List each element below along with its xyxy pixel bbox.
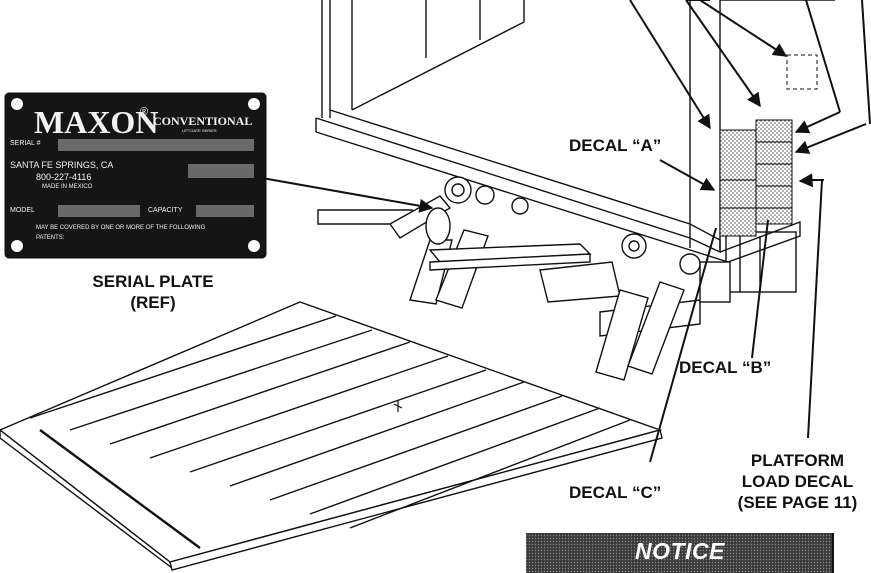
plate-patent-note-2: PATENTS: [36, 235, 65, 241]
platform-load-line1: PLATFORM [750, 451, 845, 470]
plate-phone: 800-227-4116 [36, 172, 92, 182]
leader-lines [261, 0, 871, 463]
platform-load-line2: LOAD DECAL [741, 472, 854, 491]
notice-label: NOTICE [635, 538, 725, 564]
decal-c-label: DECAL “C” [569, 483, 662, 502]
plate-city: SANTA FE SPRINGS, CA [10, 160, 114, 170]
lift-mechanism [317, 176, 731, 381]
decal-panels [719, 119, 793, 237]
platform-load-line3: (SEE PAGE 11) [737, 493, 858, 512]
serial-plate-label-line2: (REF) [130, 293, 176, 312]
platform-load-decal-label: PLATFORM LOAD DECAL (SEE PAGE 11) [725, 450, 870, 513]
notice-banner [526, 533, 834, 573]
plate-made-in: MADE IN MEXICO [42, 184, 93, 190]
serial-plate-label: SERIAL PLATE (REF) [68, 271, 238, 313]
plate-patent-note-1: MAY BE COVERED BY ONE OR MORE OF THE FOL… [36, 225, 206, 231]
serial-plate-label-line1: SERIAL PLATE [92, 272, 214, 291]
plate-model-label: MODEL [10, 207, 35, 214]
plate-model-line: CONVENTIONAL [153, 114, 253, 128]
plate-serial-label: SERIAL # [10, 140, 41, 147]
plate-brand: MAXON [34, 104, 159, 140]
plate-registered-mark: ® [140, 106, 149, 118]
platform [0, 301, 663, 571]
serial-plate-graphic [4, 92, 267, 259]
plate-capacity-label: CAPACITY [148, 207, 183, 214]
decal-a-label: DECAL “A” [569, 136, 662, 155]
decal-b-label: DECAL “B” [679, 358, 772, 377]
plate-model-sub: LIFTGATE SERIES [182, 128, 217, 133]
